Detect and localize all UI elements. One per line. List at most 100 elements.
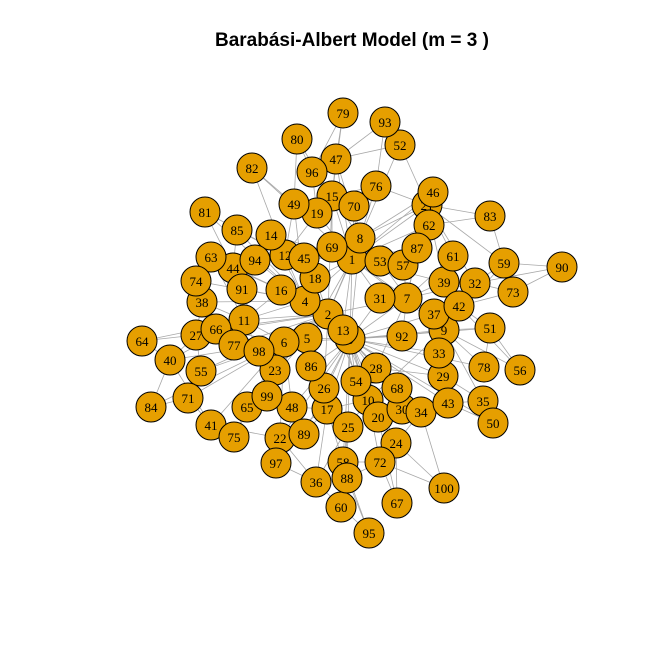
node-label: 86 — [305, 359, 319, 374]
node-circle — [353, 517, 385, 549]
node-100: 100 — [428, 472, 460, 504]
node-22: 22 — [264, 422, 296, 454]
node-circle — [384, 129, 416, 161]
node-circle — [221, 214, 253, 246]
node-14: 14 — [255, 219, 287, 251]
node-label: 40 — [164, 353, 177, 368]
node-circle — [288, 418, 320, 450]
node-36: 36 — [300, 466, 332, 498]
node-label: 14 — [265, 228, 279, 243]
node-16: 16 — [265, 274, 297, 306]
node-75: 75 — [218, 421, 250, 453]
node-89: 89 — [288, 418, 320, 450]
node-40: 40 — [154, 344, 186, 376]
node-label: 37 — [428, 307, 442, 322]
node-circle — [477, 407, 509, 439]
node-circle — [180, 265, 212, 297]
node-circle — [300, 466, 332, 498]
node-86: 86 — [295, 350, 327, 382]
node-98: 98 — [243, 335, 275, 367]
node-42: 42 — [443, 290, 475, 322]
node-circle — [226, 273, 258, 305]
node-label: 46 — [427, 185, 441, 200]
node-label: 80 — [291, 132, 304, 147]
node-31: 31 — [364, 282, 396, 314]
node-7: 7 — [391, 282, 423, 314]
node-circle — [218, 421, 250, 453]
node-96: 96 — [296, 156, 328, 188]
node-label: 13 — [337, 323, 350, 338]
node-circle — [278, 188, 310, 220]
node-label: 85 — [231, 223, 244, 238]
node-label: 67 — [391, 496, 405, 511]
node-circle — [344, 222, 376, 254]
node-label: 94 — [249, 253, 263, 268]
node-label: 69 — [326, 240, 339, 255]
node-circle — [360, 170, 392, 202]
node-label: 2 — [325, 307, 332, 322]
node-87: 87 — [401, 232, 433, 264]
node-label: 45 — [298, 251, 311, 266]
node-label: 47 — [330, 152, 344, 167]
node-circle — [295, 350, 327, 382]
node-53: 53 — [364, 245, 396, 277]
node-50: 50 — [477, 407, 509, 439]
node-label: 7 — [404, 291, 411, 306]
node-circle — [401, 232, 433, 264]
node-label: 78 — [478, 360, 491, 375]
node-label: 11 — [238, 313, 251, 328]
node-label: 66 — [210, 322, 224, 337]
node-label: 87 — [411, 241, 425, 256]
node-label: 92 — [396, 329, 409, 344]
node-circle — [474, 312, 506, 344]
node-label: 44 — [227, 261, 241, 276]
node-label: 55 — [195, 364, 208, 379]
node-circle — [443, 290, 475, 322]
node-layer: 1234567891011121314151617181920212223242… — [126, 97, 578, 549]
node-circle — [497, 276, 529, 308]
node-45: 45 — [288, 242, 320, 274]
node-circle — [135, 391, 167, 423]
node-circle — [239, 244, 271, 276]
node-label: 51 — [484, 321, 497, 336]
node-label: 79 — [337, 106, 350, 121]
node-label: 4 — [302, 294, 309, 309]
node-label: 95 — [363, 526, 376, 541]
node-label: 70 — [348, 199, 361, 214]
node-label: 74 — [190, 274, 204, 289]
node-label: 38 — [196, 295, 209, 310]
node-circle — [236, 152, 268, 184]
node-label: 8 — [357, 231, 364, 246]
node-label: 57 — [397, 258, 411, 273]
node-circle — [417, 176, 449, 208]
node-circle — [437, 240, 469, 272]
node-label: 81 — [199, 205, 212, 220]
node-72: 72 — [364, 446, 396, 478]
node-circle — [288, 242, 320, 274]
node-label: 73 — [507, 285, 520, 300]
node-circle — [428, 472, 460, 504]
node-circle — [488, 247, 520, 279]
node-circle — [459, 267, 491, 299]
node-circle — [381, 487, 413, 519]
node-label: 93 — [379, 115, 392, 130]
node-circle — [189, 196, 221, 228]
node-73: 73 — [497, 276, 529, 308]
node-label: 63 — [205, 250, 218, 265]
node-label: 30 — [396, 402, 409, 417]
node-label: 83 — [484, 209, 497, 224]
node-label: 62 — [423, 218, 436, 233]
node-label: 6 — [281, 335, 288, 350]
node-93: 93 — [369, 106, 401, 138]
node-78: 78 — [468, 351, 500, 383]
node-79: 79 — [327, 97, 359, 129]
node-20: 20 — [362, 401, 394, 433]
node-59: 59 — [488, 247, 520, 279]
edge-43-3 — [349, 338, 449, 404]
node-label: 49 — [288, 197, 301, 212]
node-label: 60 — [335, 500, 348, 515]
node-39: 39 — [428, 266, 460, 298]
node-label: 39 — [438, 275, 451, 290]
node-label: 89 — [298, 427, 311, 442]
